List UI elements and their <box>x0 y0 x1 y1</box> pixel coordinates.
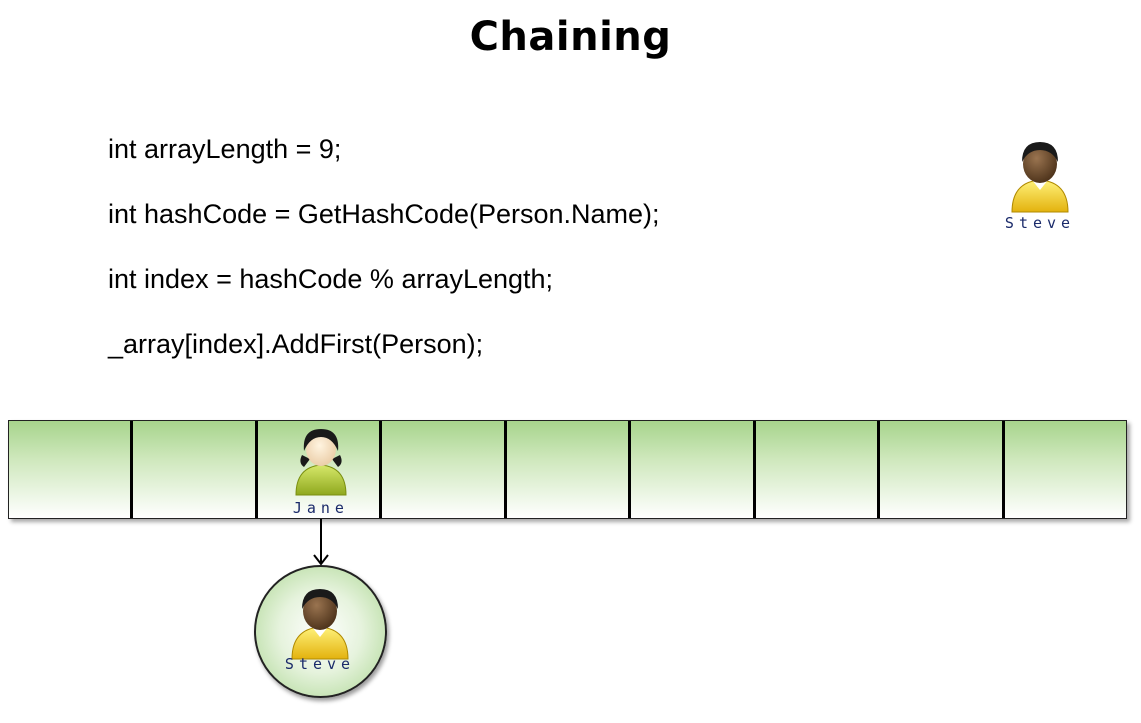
array-cell <box>880 421 1005 518</box>
person-icon <box>291 589 349 660</box>
incoming-person: Steve <box>1004 136 1076 232</box>
array-cell <box>1004 421 1126 518</box>
code-line-hash-code: int hashCode = GetHashCode(Person.Name); <box>108 199 660 229</box>
array-cell <box>631 421 756 518</box>
code-line-array-length: int arrayLength = 9; <box>108 134 342 164</box>
array-cell <box>382 421 507 518</box>
chain-arrow <box>313 519 329 566</box>
hash-array: Jane <box>8 420 1127 519</box>
chain-node: Steve <box>254 565 387 698</box>
jane-person: Jane <box>292 425 350 517</box>
incoming-person-label: Steve <box>1004 214 1076 232</box>
array-cell <box>133 421 258 518</box>
code-line-add-first: _array[index].AddFirst(Person); <box>108 329 484 359</box>
person-icon <box>295 429 347 496</box>
page-title: Chaining <box>469 14 672 60</box>
array-cell <box>9 421 134 518</box>
chain-node-label: Steve <box>284 655 356 673</box>
array-cell-occupied: Jane <box>257 421 383 518</box>
code-line-index: int index = hashCode % arrayLength; <box>108 264 554 294</box>
array-cell <box>506 421 632 518</box>
chain-node-person: Steve <box>284 583 356 673</box>
person-icon <box>1011 142 1069 213</box>
jane-label: Jane <box>292 499 349 517</box>
array-cell <box>755 421 881 518</box>
